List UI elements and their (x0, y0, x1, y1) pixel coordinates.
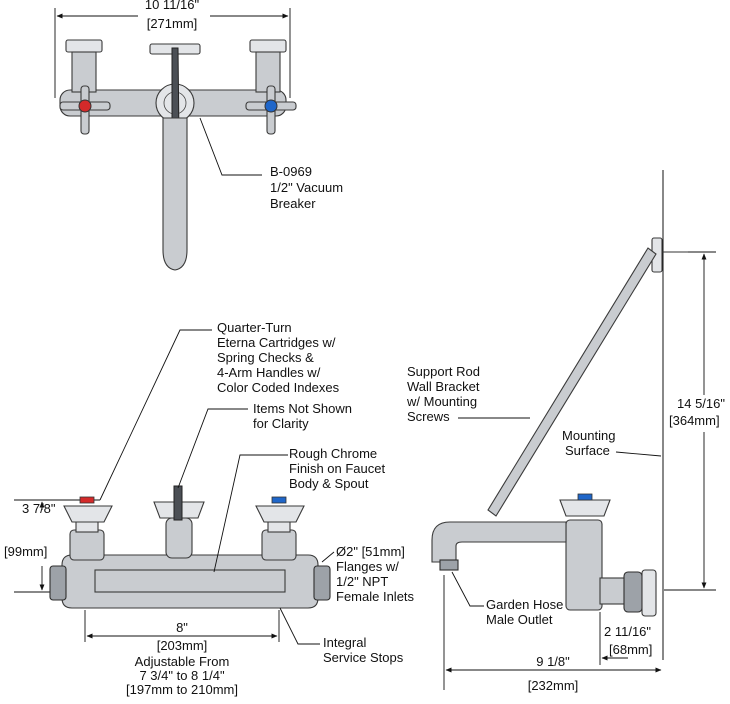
top-view: 10 11/16" [271mm] B-096 (54, 0, 343, 271)
support-rod (487, 247, 657, 517)
wall-offset-dimension (599, 612, 628, 665)
height-imperial: 3 7/8" (22, 501, 56, 516)
wall-offset-metric: [68mm] (609, 642, 652, 657)
flanges-line2: Flanges w/ (336, 559, 399, 574)
not-shown-line2: for Clarity (253, 416, 309, 431)
adjustable-line1: Adjustable From (135, 654, 230, 669)
left-front-bonnet (69, 529, 105, 561)
cartridges-line3: Spring Checks & (217, 350, 314, 365)
projection-imperial: 9 1/8" (536, 654, 570, 669)
finish-leader (213, 454, 288, 573)
stops-leader (279, 607, 320, 645)
front-view: 3 7/8" [99mm] Quarter-Turn Eterna Cartri… (4, 320, 415, 697)
adjustable-line3: [197mm to 210mm] (126, 682, 238, 697)
support-rod-line2: Wall Bracket (407, 379, 480, 394)
left-flange (49, 565, 67, 601)
flanges-line4: Female Inlets (336, 589, 415, 604)
hot-index-icon (78, 99, 92, 113)
cartridges-leader (99, 329, 212, 501)
hose-thread-outlet (439, 559, 459, 571)
support-rod-line4: Screws (407, 409, 450, 424)
overall-width-imperial: 10 11/16" (145, 0, 200, 12)
overall-width-dimension (54, 8, 291, 98)
hose-outlet-line1: Garden Hose (486, 597, 563, 612)
not-shown-leader (177, 408, 248, 489)
centers-dimension (84, 610, 280, 642)
finish-line3: Body & Spout (289, 476, 369, 491)
flanges-leader (321, 551, 335, 563)
mounting-surface-leader (615, 451, 662, 457)
hot-front-index-icon (79, 496, 95, 504)
left-handle (59, 85, 111, 135)
right-front-handle (255, 505, 305, 523)
not-shown-line1: Items Not Shown (253, 401, 352, 416)
side-inlet-nut (623, 571, 643, 613)
rod-height-dimension (664, 251, 716, 591)
left-top-flange (65, 39, 103, 53)
side-index-icon (577, 493, 593, 501)
rod-height-imperial: 14 5/16" (677, 396, 725, 411)
side-wall-flange (641, 569, 657, 617)
side-inlet-pipe (599, 577, 627, 605)
side-spout (431, 521, 567, 563)
centers-metric: [203mm] (157, 638, 208, 653)
right-handle (245, 85, 297, 135)
stops-line1: Integral (323, 635, 366, 650)
side-handle (559, 499, 611, 517)
wall-offset-imperial: 2 11/16" (604, 624, 651, 639)
cartridges-line1: Quarter-Turn (217, 320, 292, 335)
front-vb-body (165, 517, 193, 559)
stops-line2: Service Stops (323, 650, 404, 665)
side-view: 14 5/16" [364mm] 2 11/16" [68mm] 9 1/8" … (406, 170, 725, 693)
front-crossbar (94, 569, 286, 593)
cartridges-line4: 4-Arm Handles w/ (217, 365, 321, 380)
hose-outlet-line2: Male Outlet (486, 612, 553, 627)
top-spout (162, 117, 188, 271)
support-rod-line3: w/ Mounting (406, 394, 477, 409)
finish-line2: Finish on Faucet (289, 461, 385, 476)
vacuum-breaker-leader (199, 117, 262, 176)
cold-index-icon (264, 99, 278, 113)
flanges-line1: Ø2" [51mm] (336, 544, 405, 559)
right-flange (313, 565, 331, 601)
vacuum-breaker-line2: 1/2" Vacuum (270, 180, 343, 195)
left-front-handle (63, 505, 113, 523)
height-metric: [99mm] (4, 544, 47, 559)
side-body (565, 519, 603, 611)
rod-height-metric: [364mm] (669, 413, 720, 428)
projection-metric: [232mm] (528, 678, 579, 693)
front-rod-stub (173, 485, 183, 521)
cold-front-index-icon (271, 496, 287, 504)
cartridges-line5: Color Coded Indexes (217, 380, 340, 395)
mounting-surface-line1: Mounting (562, 428, 615, 443)
support-rod-line1: Support Rod (407, 364, 480, 379)
vacuum-breaker-line3: Breaker (270, 196, 316, 211)
right-top-flange (249, 39, 287, 53)
hose-outlet-leader (451, 571, 484, 607)
flanges-line3: 1/2" NPT (336, 574, 388, 589)
mounting-surface-line2: Surface (565, 443, 610, 458)
overall-width-metric: [271mm] (147, 16, 198, 31)
right-front-bonnet (261, 529, 297, 561)
right-bonnet (255, 51, 281, 93)
finish-line1: Rough Chrome (289, 446, 377, 461)
centers-imperial: 8" (176, 620, 188, 635)
cartridges-line2: Eterna Cartridges w/ (217, 335, 336, 350)
adjustable-line2: 7 3/4" to 8 1/4" (139, 668, 225, 683)
projection-dimension (443, 575, 662, 690)
vacuum-breaker-line1: B-0969 (270, 164, 312, 179)
